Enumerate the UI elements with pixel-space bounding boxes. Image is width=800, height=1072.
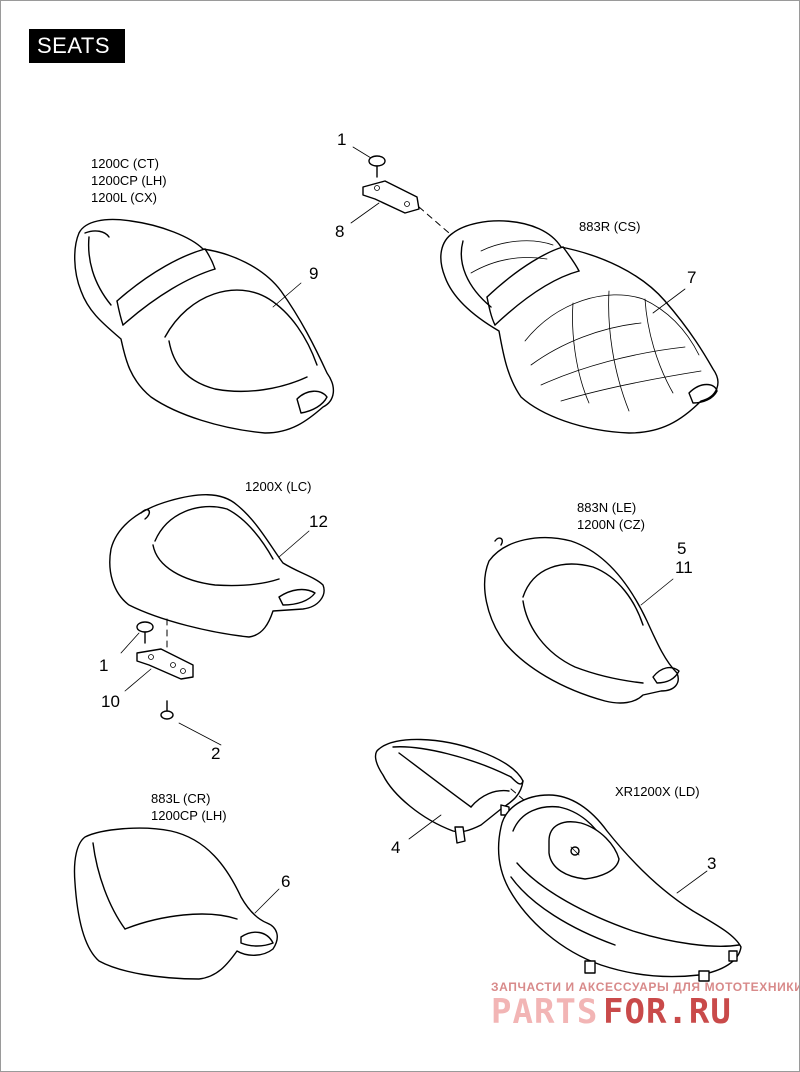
callout-number: 1 bbox=[99, 656, 108, 675]
callout-number: 4 bbox=[391, 838, 400, 857]
model-label: 1200CP (LH) bbox=[151, 808, 227, 823]
watermark-logo-part1: PARTS bbox=[491, 992, 598, 1032]
seat-12-drawing bbox=[109, 494, 325, 652]
seat-9-drawing bbox=[74, 218, 334, 434]
watermark: ЗАПЧАСТИ И АКСЕССУАРЫ ДЛЯ МОТОТЕХНИКИ PA… bbox=[491, 980, 799, 1032]
watermark-tagline: ЗАПЧАСТИ И АКСЕССУАРЫ ДЛЯ МОТОТЕХНИКИ bbox=[491, 980, 799, 994]
watermark-logo-part2: FOR.RU bbox=[603, 992, 732, 1032]
leader-lines bbox=[254, 282, 708, 914]
hardware-mid-drawing bbox=[120, 621, 222, 746]
model-labels: 1200C (CT) 1200CP (LH) 1200L (CX) 883R (… bbox=[91, 156, 700, 823]
callout-number: 7 bbox=[687, 268, 696, 287]
page-title: SEATS bbox=[29, 29, 125, 63]
callout-number: 8 bbox=[335, 222, 344, 241]
hardware-top-drawing bbox=[350, 146, 450, 234]
seat-7-drawing bbox=[440, 220, 719, 434]
model-label: 1200N (CZ) bbox=[577, 517, 645, 532]
callout-number: 10 bbox=[101, 692, 120, 711]
model-label: XR1200X (LD) bbox=[615, 784, 700, 799]
model-label: 1200CP (LH) bbox=[91, 173, 167, 188]
model-label: 883L (CR) bbox=[151, 791, 210, 806]
callout-number: 1 bbox=[337, 130, 346, 149]
model-label: 1200C (CT) bbox=[91, 156, 159, 171]
model-label: 883R (CS) bbox=[579, 219, 640, 234]
model-label: 883N (LE) bbox=[577, 500, 636, 515]
callout-number: 2 bbox=[211, 744, 220, 763]
callout-number: 11 bbox=[675, 558, 693, 577]
model-label: 1200X (LC) bbox=[245, 479, 311, 494]
callout-number: 5 bbox=[677, 539, 686, 558]
seat-5-11-drawing bbox=[483, 536, 680, 704]
seat-4-drawing bbox=[374, 738, 524, 844]
seat-6-drawing bbox=[73, 827, 278, 980]
callout-number: 6 bbox=[281, 872, 290, 891]
callout-number: 12 bbox=[309, 512, 328, 531]
callout-number: 9 bbox=[309, 264, 318, 283]
model-label: 1200L (CX) bbox=[91, 190, 157, 205]
seat-3-drawing bbox=[497, 788, 742, 982]
callout-numbers: 1 8 9 7 12 1 10 2 5 11 6 4 3 bbox=[99, 130, 716, 891]
callout-number: 3 bbox=[707, 854, 716, 873]
